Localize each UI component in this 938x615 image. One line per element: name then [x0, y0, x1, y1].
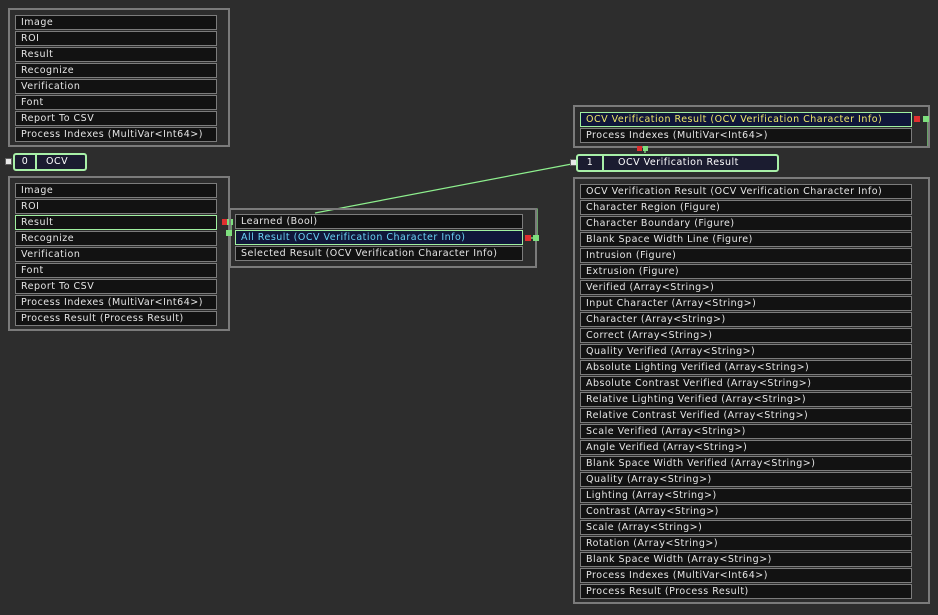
verification-header-pin-a[interactable] [637, 146, 642, 151]
port-report-to-csv[interactable]: Report To CSV [15, 111, 217, 126]
ocv-collapse-toggle[interactable] [5, 158, 12, 165]
verification-node-header[interactable]: 1 OCV Verification Result [576, 154, 779, 172]
output-input-character[interactable]: Input Character (Array<String>) [580, 296, 912, 311]
ocv-port-image[interactable]: Image [15, 183, 217, 198]
output-intrusion[interactable]: Intrusion (Figure) [580, 248, 912, 263]
output-character[interactable]: Character (Array<String>) [580, 312, 912, 327]
verification-input-result[interactable]: OCV Verification Result (OCV Verificatio… [580, 112, 912, 127]
ocv-result-output-pin[interactable] [222, 219, 228, 225]
output-absolute-lighting-verified[interactable]: Absolute Lighting Verified (Array<String… [580, 360, 912, 375]
output-relative-contrast-verified[interactable]: Relative Contrast Verified (Array<String… [580, 408, 912, 423]
output-lighting[interactable]: Lighting (Array<String>) [580, 488, 912, 503]
subpanel-input-pin[interactable] [226, 230, 232, 236]
port-font[interactable]: Font [15, 95, 217, 110]
output-contrast[interactable]: Contrast (Array<String>) [580, 504, 912, 519]
port-roi[interactable]: ROI [15, 31, 217, 46]
top-input-panel: Image ROI Result Recognize Verification … [8, 8, 230, 147]
port-image[interactable]: Image [15, 15, 217, 30]
output-correct[interactable]: Correct (Array<String>) [580, 328, 912, 343]
output-quality[interactable]: Quality (Array<String>) [580, 472, 912, 487]
ocv-port-report-to-csv[interactable]: Report To CSV [15, 279, 217, 294]
output-angle-verified[interactable]: Angle Verified (Array<String>) [580, 440, 912, 455]
ocv-node-index: 0 [15, 155, 37, 169]
verification-node-title: OCV Verification Result [618, 157, 739, 168]
output-absolute-contrast-verified[interactable]: Absolute Contrast Verified (Array<String… [580, 376, 912, 391]
verification-input-pin[interactable] [914, 116, 920, 122]
ocv-port-process-indexes[interactable]: Process Indexes (MultiVar<Int64>) [15, 295, 217, 310]
output-scale[interactable]: Scale (Array<String>) [580, 520, 912, 535]
ocv-port-result[interactable]: Result [15, 215, 217, 230]
output-blank-space-width-verified[interactable]: Blank Space Width Verified (Array<String… [580, 456, 912, 471]
output-blank-space-width[interactable]: Blank Space Width (Array<String>) [580, 552, 912, 567]
port-result[interactable]: Result [15, 47, 217, 62]
port-recognize[interactable]: Recognize [15, 63, 217, 78]
result-subpanel: Learned (Bool) All Result (OCV Verificat… [229, 208, 537, 268]
output-process-result[interactable]: Process Result (Process Result) [580, 584, 912, 599]
verification-node-index: 1 [578, 156, 604, 170]
output-blank-space-width-line[interactable]: Blank Space Width Line (Figure) [580, 232, 912, 247]
output-scale-verified[interactable]: Scale Verified (Array<String>) [580, 424, 912, 439]
output-quality-verified[interactable]: Quality Verified (Array<String>) [580, 344, 912, 359]
ocv-node-title: OCV [46, 156, 69, 167]
output-extrusion[interactable]: Extrusion (Figure) [580, 264, 912, 279]
port-process-indexes[interactable]: Process Indexes (MultiVar<Int64>) [15, 127, 217, 142]
all-result-output-pin[interactable] [525, 235, 531, 241]
verification-input-panel: OCV Verification Result (OCV Verificatio… [573, 105, 930, 148]
ocv-port-recognize[interactable]: Recognize [15, 231, 217, 246]
ocv-port-roi[interactable]: ROI [15, 199, 217, 214]
output-verified[interactable]: Verified (Array<String>) [580, 280, 912, 295]
verification-input-process-indexes[interactable]: Process Indexes (MultiVar<Int64>) [580, 128, 912, 143]
output-relative-lighting-verified[interactable]: Relative Lighting Verified (Array<String… [580, 392, 912, 407]
output-character-region[interactable]: Character Region (Figure) [580, 200, 912, 215]
subport-learned[interactable]: Learned (Bool) [235, 214, 523, 229]
output-character-boundary[interactable]: Character Boundary (Figure) [580, 216, 912, 231]
ocv-port-panel: Image ROI Result Recognize Verification … [8, 176, 230, 331]
output-ocv-verification-result[interactable]: OCV Verification Result (OCV Verificatio… [580, 184, 912, 199]
ocv-port-verification[interactable]: Verification [15, 247, 217, 262]
verification-input-connector-pin[interactable] [923, 116, 929, 122]
ocv-node-header[interactable]: 0 OCV [13, 153, 87, 171]
ocv-port-process-result[interactable]: Process Result (Process Result) [15, 311, 217, 326]
output-process-indexes[interactable]: Process Indexes (MultiVar<Int64>) [580, 568, 912, 583]
wire-allresult-to-verification [314, 162, 578, 214]
output-rotation[interactable]: Rotation (Array<String>) [580, 536, 912, 551]
all-result-connector-pin[interactable] [533, 235, 539, 241]
verification-output-panel: OCV Verification Result (OCV Verificatio… [573, 177, 930, 604]
subport-all-result[interactable]: All Result (OCV Verification Character I… [235, 230, 523, 245]
ocv-port-font[interactable]: Font [15, 263, 217, 278]
port-verification[interactable]: Verification [15, 79, 217, 94]
subport-selected-result[interactable]: Selected Result (OCV Verification Charac… [235, 246, 523, 261]
verification-header-pin-b[interactable] [643, 146, 648, 151]
